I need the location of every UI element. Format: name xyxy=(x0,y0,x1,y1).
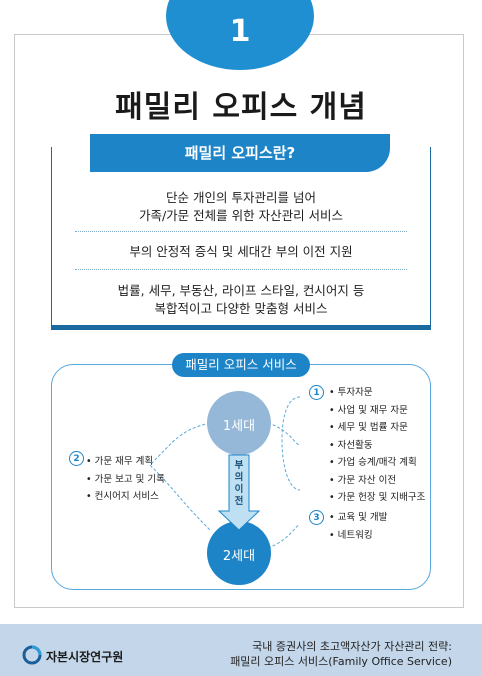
brace-group1 xyxy=(281,396,301,491)
list-item: • 자선활동 xyxy=(329,439,373,451)
group3-list: • 교육 및 개발 • 네트워킹 xyxy=(329,509,387,544)
definition-item-3-line1: 법률, 세무, 부동산, 라이프 스타일, 컨시어지 등 xyxy=(117,283,365,298)
chapter-number: 1 xyxy=(229,14,251,49)
footer-title-line2: 패밀리 오피스 서비스(Family Office Service) xyxy=(230,655,452,668)
list-item: • 세무 및 법률 자문 xyxy=(329,422,408,433)
group1-list: • 투자자문 • 사업 및 재무 자문 • 세무 및 법률 자문 • 자선활동 … xyxy=(329,384,425,507)
gen1-label: 1세대 xyxy=(222,419,256,434)
group2-list: • 가문 재무 계획 • 가문 보고 및 기록 • 컨시어지 서비스 xyxy=(86,453,165,506)
definition-box-bottom-bar xyxy=(51,325,431,330)
list-item: • 가문 보고 및 기록 xyxy=(86,473,165,485)
group2-badge: 2 xyxy=(69,451,84,466)
definition-item-3-line2: 복합적이고 다양한 맞춤형 서비스 xyxy=(154,301,328,316)
divider xyxy=(75,231,407,232)
list-item: • 가문 재무 계획 xyxy=(86,456,154,467)
definition-item-1-line1: 단순 개인의 투자관리를 넘어 xyxy=(166,190,316,205)
definition-item-2: 부의 안정적 증식 및 세대간 부의 이전 지원 xyxy=(129,244,353,259)
list-item: • 가문 헌장 및 지배구조 xyxy=(329,492,426,503)
group3-badge: 3 xyxy=(309,510,324,525)
definition-header: 패밀리 오피스란? xyxy=(90,134,390,172)
arrow-char: 의 xyxy=(234,472,244,483)
arrow-char: 전 xyxy=(234,496,244,507)
divider xyxy=(75,269,407,270)
arrow-char: 이 xyxy=(234,484,244,495)
list-item: • 네트워킹 xyxy=(329,529,373,541)
page-title: 패밀리 오피스 개념 xyxy=(115,90,367,125)
list-item: • 가문 자산 이전 xyxy=(329,474,397,486)
list-item: • 교육 및 개발 xyxy=(329,512,388,523)
logo-text: 자본시장연구원 xyxy=(46,650,124,664)
gen1-circle xyxy=(207,391,271,455)
arrow-char: 부 xyxy=(234,460,244,471)
gen2-circle xyxy=(207,521,271,585)
definition-item-1-line2: 가족/가문 전체를 위한 자산관리 서비스 xyxy=(138,208,344,223)
logo-icon xyxy=(22,645,42,665)
right-brace-bottom xyxy=(267,524,301,549)
wealth-transfer-arrow xyxy=(217,454,261,531)
footer-title-line1: 국내 증권사의 초고액자산가 자산관리 전략: xyxy=(252,640,452,653)
list-item: • 컨시어지 서비스 xyxy=(86,491,159,502)
footer-bar xyxy=(0,624,482,676)
right-brace-top xyxy=(267,422,301,446)
list-item: • 투자자문 xyxy=(329,387,373,398)
group1-badge: 1 xyxy=(309,385,324,400)
arrow-text: 부 의 이 전 xyxy=(229,460,249,508)
services-header: 패밀리 오피스 서비스 xyxy=(172,353,310,377)
list-item: • 가업 승계/매각 계획 xyxy=(329,457,417,468)
gen2-label: 2세대 xyxy=(222,549,256,564)
list-item: • 사업 및 재무 자문 xyxy=(329,404,408,416)
